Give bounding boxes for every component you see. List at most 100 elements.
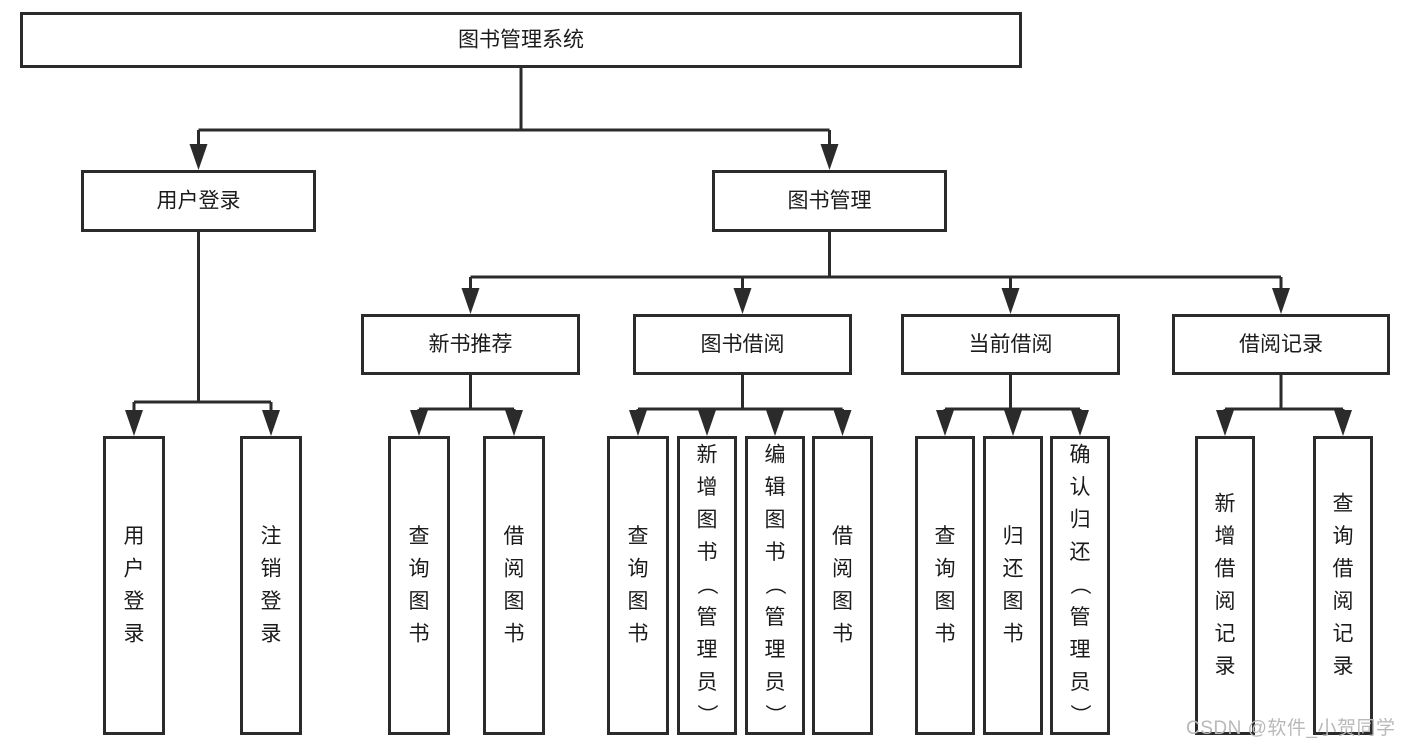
edge-group-root — [189, 68, 839, 170]
arrow-head-icon — [410, 410, 428, 436]
node-label-char: 书 — [765, 541, 786, 564]
node-box — [361, 314, 580, 375]
node-box — [240, 436, 302, 735]
node-label-char: 新 — [697, 444, 718, 467]
node-label-char: 员 — [697, 671, 718, 694]
arrow-head-icon — [189, 144, 208, 170]
node-label-char: 书 — [832, 622, 853, 645]
node-label-char: 查 — [409, 525, 430, 548]
node-label-char: 新 — [1215, 492, 1236, 515]
node-label-char: 借 — [504, 525, 525, 548]
arrow-head-icon — [1334, 410, 1352, 436]
arrow-head-icon — [820, 144, 839, 170]
arrow-head-icon — [733, 288, 752, 314]
node-label-char: 录 — [124, 622, 145, 645]
arrow-head-icon — [461, 288, 480, 314]
arrow-head-icon — [936, 410, 954, 436]
node-label: 借阅记录 — [1239, 333, 1323, 356]
node-label-char: 阅 — [1333, 590, 1354, 613]
node-box — [103, 436, 165, 735]
node-label-char: 图 — [409, 590, 430, 613]
node-current-borrow[interactable]: 当前借阅 — [901, 314, 1120, 375]
node-label-char: 认 — [1070, 476, 1091, 499]
node-box — [901, 314, 1120, 375]
node-box — [1195, 436, 1255, 735]
node-label-char: 图 — [628, 590, 649, 613]
node-label-char: 询 — [1333, 525, 1354, 548]
node-layer: 图书管理系统用户登录图书管理新书推荐图书借阅当前借阅借阅记录用户登录注销登录查询… — [20, 12, 1390, 735]
node-label-char: 记 — [1215, 622, 1236, 645]
arrow-head-icon — [629, 410, 647, 436]
edge-group-current-borrow — [936, 375, 1089, 436]
node-label-char: 员 — [765, 671, 786, 694]
node-label-char: 归 — [1003, 525, 1024, 548]
node-label-char: ） — [763, 704, 786, 725]
node-box — [633, 314, 852, 375]
edge-group-borrow-records — [1216, 375, 1352, 436]
node-label-char: 管 — [1070, 606, 1091, 629]
node-label-char: 录 — [261, 622, 282, 645]
node-borrow-records[interactable]: 借阅记录 — [1172, 314, 1390, 375]
node-label-char: 销 — [261, 557, 282, 580]
node-box — [483, 436, 545, 735]
node-label-char: 询 — [628, 557, 649, 580]
arrow-head-icon — [125, 410, 143, 436]
node-label-char: 图 — [935, 590, 956, 613]
node-box — [812, 436, 873, 735]
edge-group-book-management — [461, 232, 1290, 314]
node-box — [1050, 436, 1110, 735]
node-label-char: 理 — [1070, 639, 1091, 662]
node-user-login[interactable]: 用户登录 — [81, 170, 316, 232]
node-label-char: （ — [1068, 574, 1091, 595]
node-label-char: 增 — [1215, 525, 1236, 548]
edge-group-book-borrow — [629, 375, 852, 436]
node-label-char: 书 — [504, 622, 525, 645]
node-new-book-recommend[interactable]: 新书推荐 — [361, 314, 580, 375]
node-leaf-user-login[interactable]: 用户登录 — [103, 436, 165, 735]
node-label-char: 还 — [1070, 541, 1091, 564]
node-label-char: 用 — [124, 525, 145, 548]
node-label: 图书管理 — [788, 190, 872, 213]
node-label-char: 借 — [1333, 557, 1354, 580]
node-book-management[interactable]: 图书管理 — [712, 170, 947, 232]
node-label-char: 阅 — [504, 557, 525, 580]
node-label-char: 查 — [935, 525, 956, 548]
node-label-char: 询 — [935, 557, 956, 580]
node-label-char: 询 — [409, 557, 430, 580]
arrow-head-icon — [766, 410, 784, 436]
csdn-watermark: CSDN @软件_小贺同学 — [1186, 718, 1396, 739]
node-box — [20, 12, 1022, 68]
node-box — [677, 436, 737, 735]
node-box — [983, 436, 1043, 735]
arrow-head-icon — [262, 410, 280, 436]
node-label-char: 管 — [697, 606, 718, 629]
node-label-char: 图 — [504, 590, 525, 613]
node-label-char: 书 — [409, 622, 430, 645]
node-book-borrow[interactable]: 图书借阅 — [633, 314, 852, 375]
node-label-char: 辑 — [765, 476, 786, 499]
node-label-char: 图 — [765, 509, 786, 532]
node-label-char: 书 — [1003, 622, 1024, 645]
node-root[interactable]: 图书管理系统 — [20, 12, 1022, 68]
node-label-char: 书 — [628, 622, 649, 645]
arrow-head-icon — [1272, 288, 1290, 314]
node-label-char: ） — [1068, 704, 1091, 725]
node-label-char: （ — [763, 574, 786, 595]
node-label-char: 确 — [1070, 444, 1091, 467]
arrow-head-icon — [698, 410, 716, 436]
node-label: 图书借阅 — [701, 333, 785, 356]
node-label: 新书推荐 — [429, 333, 513, 356]
node-label-char: 登 — [261, 590, 282, 613]
